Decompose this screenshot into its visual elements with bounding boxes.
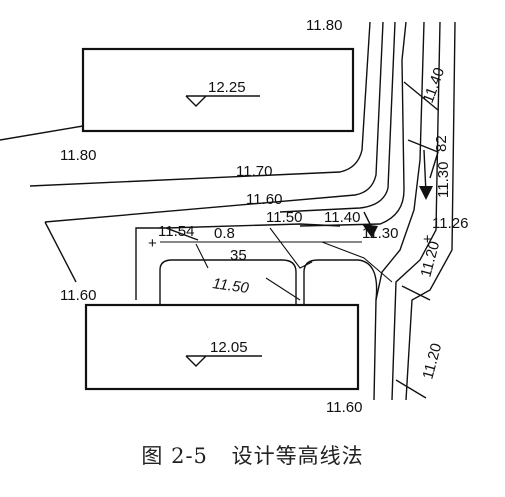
label-contour-1140-mid: 11.40 <box>324 209 360 226</box>
label-contour-1160-left: 11.60 <box>60 287 96 304</box>
label-contour-1150: 11.50 <box>266 209 302 226</box>
label-yard-contour-1150: 11.50 <box>211 275 250 297</box>
road-edge-line-1 <box>29 21 371 187</box>
spot-marker-left: + <box>148 235 157 252</box>
road-contour-1120-lower <box>395 379 427 399</box>
road-centerline <box>373 21 425 401</box>
road-edge-line-2 <box>44 21 384 223</box>
elevation-marker-top <box>185 95 260 107</box>
road-edge-line-6 <box>405 21 456 401</box>
contour-diagram: + + 11.80 12.25 11.80 11.70 11.60 11.50 … <box>0 17 468 416</box>
contour-1180-tail <box>0 125 84 141</box>
road-edge-line-4 <box>299 21 407 227</box>
label-dimension-08: 0.8 <box>214 225 235 242</box>
elevation-marker-bottom <box>185 355 262 367</box>
building-top <box>81 47 355 133</box>
road-edge-line-3 <box>279 21 396 213</box>
label-road-contour-1140: 11.40 <box>420 65 448 105</box>
figure-caption: 图 2-5 设计等高线法 <box>0 440 505 470</box>
slope-arrowhead-top <box>419 186 433 200</box>
planter-left <box>159 259 297 304</box>
label-contour-1170: 11.70 <box>236 163 272 180</box>
label-building-bottom-elevation: 12.05 <box>210 339 248 356</box>
contour-inner-c <box>321 241 393 283</box>
road-contour-1140 <box>403 81 439 111</box>
label-road-slope-length: 82 <box>433 135 450 152</box>
contour-inner-b <box>265 277 301 301</box>
label-spot-height-left: 11.54 <box>158 223 194 240</box>
planter-right <box>303 259 378 304</box>
label-dimension-35: 35 <box>230 247 247 264</box>
spot-marker-right: + <box>423 231 432 248</box>
contour-1160-tail <box>44 221 77 283</box>
road-edge-line-5 <box>391 21 441 401</box>
figure-title: 设计等高线法 <box>231 444 364 468</box>
contour-1150-yard <box>195 243 209 269</box>
label-contour-1130-mid: 11.30 <box>362 225 398 242</box>
yard-outline-top <box>165 223 341 229</box>
yard-outline-left <box>135 227 199 300</box>
label-road-contour-1120-lower: 11.20 <box>419 341 445 381</box>
label-contour-1180-left: 11.80 <box>60 147 96 164</box>
label-contour-1160-bottom: 11.60 <box>326 399 362 416</box>
road-contour-1120-upper <box>401 285 431 301</box>
contour-inner-a <box>269 227 313 269</box>
label-contour-1160-upper: 11.60 <box>246 191 282 208</box>
label-building-top-elevation: 12.25 <box>208 79 246 96</box>
label-spot-height-right: 11.26 <box>432 215 468 232</box>
slope-arrowhead-mid <box>362 224 378 238</box>
building-bottom <box>84 303 360 391</box>
road-contour-1130 <box>407 139 439 179</box>
label-contour-1180-top: 11.80 <box>306 17 342 34</box>
figure-number: 图 2-5 <box>141 444 208 468</box>
label-road-contour-1130: 11.30 <box>435 162 452 198</box>
